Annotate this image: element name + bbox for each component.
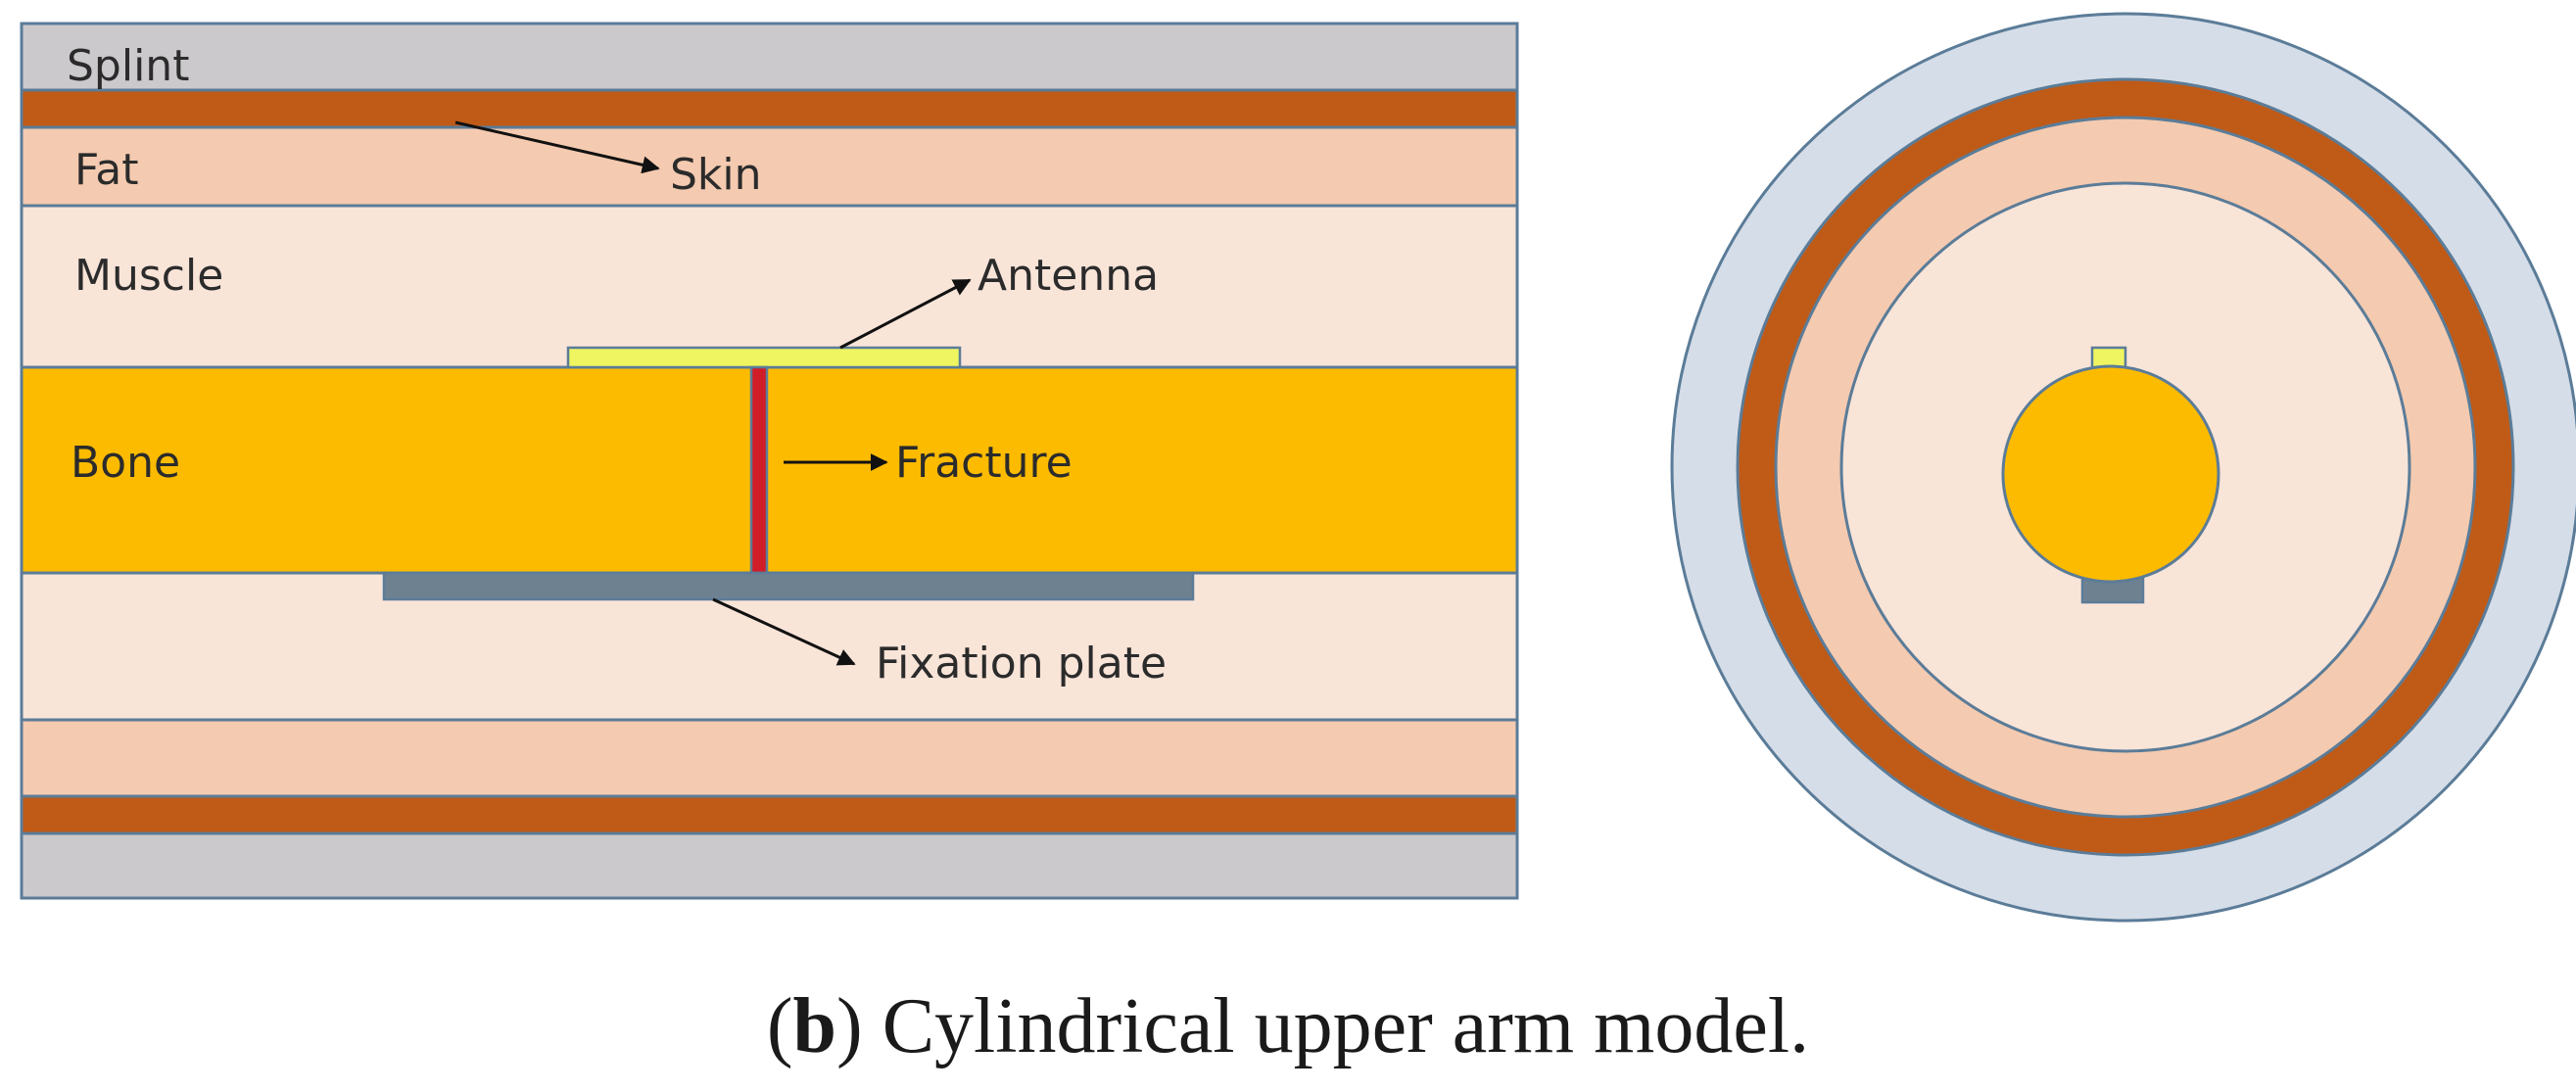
- muscle-label: Muscle: [74, 251, 223, 301]
- bone-disc: [2001, 364, 2220, 584]
- splint-layer-top: [20, 22, 1519, 92]
- fracture-gap: [749, 365, 769, 575]
- fracture-label: Fracture: [895, 438, 1073, 488]
- figure-caption: (b) Cylindrical upper arm model.: [767, 983, 1809, 1069]
- layer-labels: Splint Fat Skin Muscle Antenna Bone Frac…: [67, 41, 1167, 688]
- fat-layer-bottom: [20, 718, 1519, 798]
- transverse-section: [1670, 12, 2576, 923]
- skin-layer-bottom: [20, 794, 1519, 835]
- skin-arrow: [454, 120, 660, 174]
- longitudinal-section: [20, 22, 1519, 900]
- splint-layer-bottom: [20, 831, 1519, 900]
- antenna-arrow: [839, 278, 972, 350]
- skin-label: Skin: [670, 150, 762, 200]
- skin-layer-top: [20, 88, 1519, 129]
- annotation-arrows: [454, 120, 972, 666]
- caption-letter: b: [793, 983, 837, 1069]
- muscle-layer-top: [20, 204, 1519, 369]
- fixation-plate-label: Fixation plate: [876, 639, 1167, 688]
- antenna-label: Antenna: [978, 251, 1159, 301]
- fat-layer-top: [20, 125, 1519, 208]
- fixation-plate: [382, 571, 1195, 601]
- bone-layer: [20, 365, 1519, 575]
- antenna-patch: [566, 346, 962, 369]
- caption-text: Cylindrical upper arm model.: [883, 983, 1809, 1069]
- splint-label: Splint: [67, 41, 189, 91]
- fat-label: Fat: [74, 145, 138, 195]
- fixation-plate-arrow: [712, 597, 856, 666]
- bone-label: Bone: [71, 438, 180, 488]
